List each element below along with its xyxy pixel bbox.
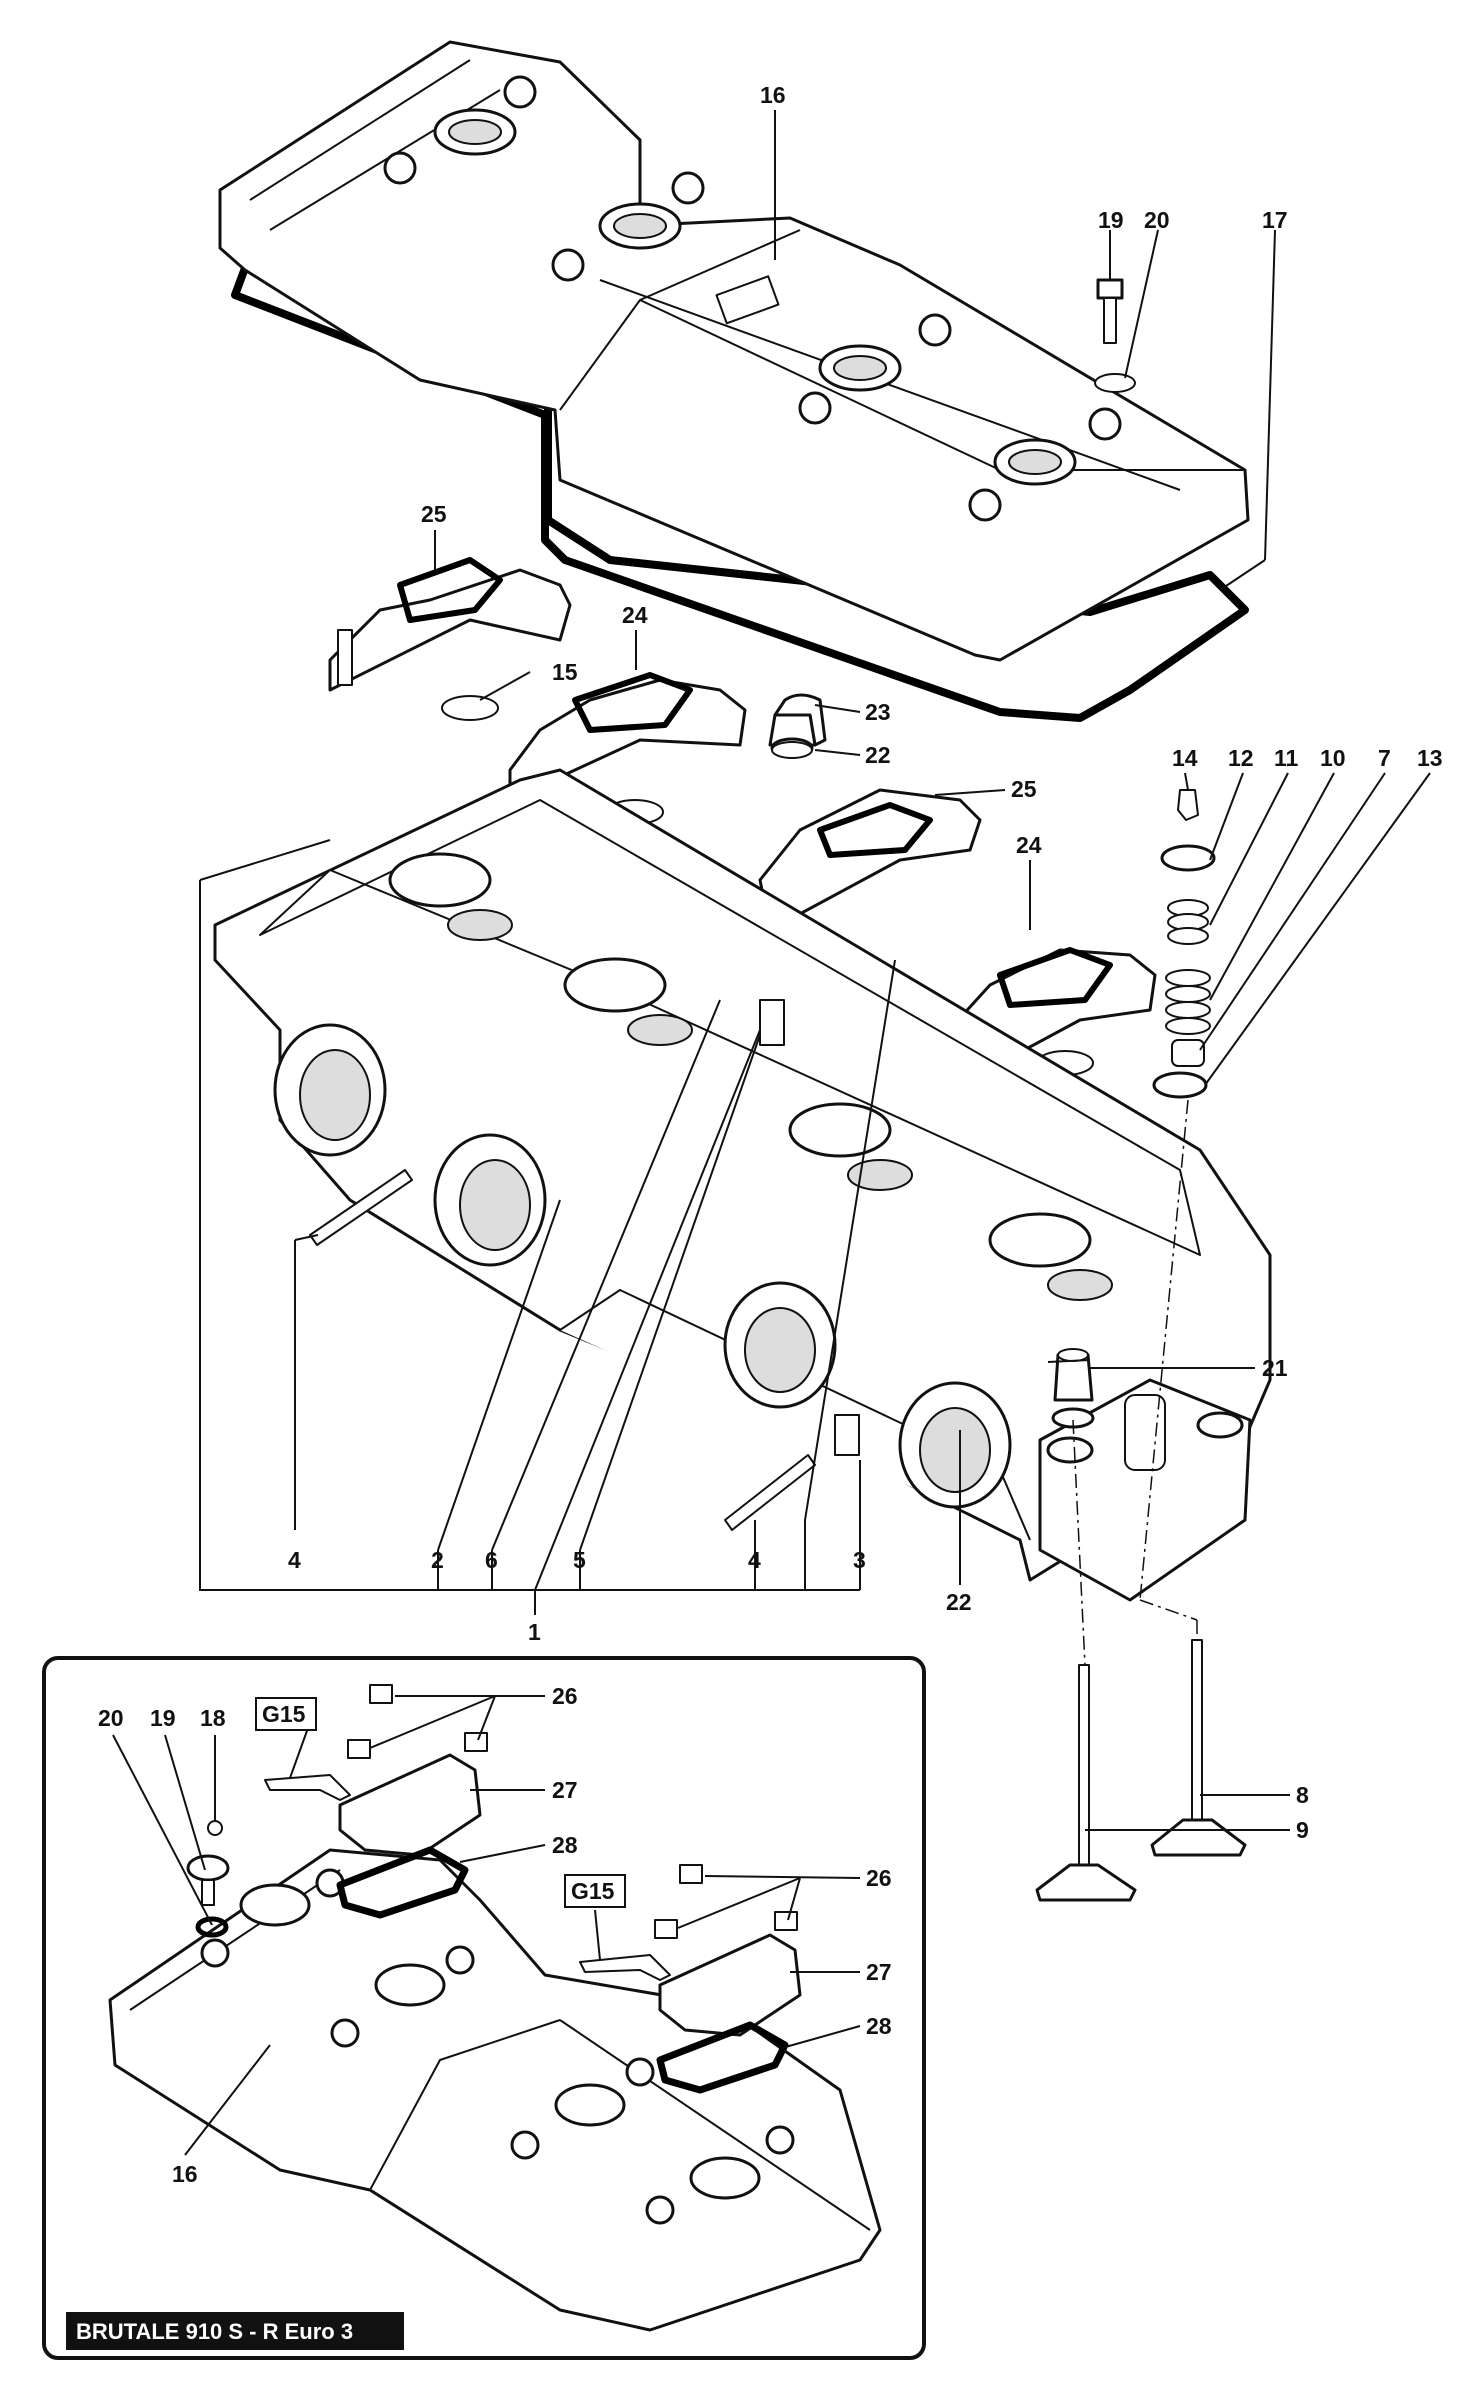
- label-1: 1: [528, 1619, 541, 1645]
- label-15: 15: [552, 659, 578, 685]
- cover-bolt: [1094, 278, 1136, 393]
- model-label-bar: [66, 2312, 404, 2350]
- label-2: 2: [431, 1547, 444, 1573]
- label-11: 11: [1274, 745, 1299, 771]
- label-22-upper: 22: [865, 742, 891, 768]
- label-4-right: 4: [748, 1547, 761, 1573]
- label-24-right: 24: [1016, 832, 1042, 858]
- model-label: BRUTALE 910 S - R Euro 3: [76, 2319, 353, 2344]
- main-labels: 16 19 20 17 25 24 15 23 22 25 24 14 12 1…: [288, 82, 1443, 1843]
- label-6: 6: [485, 1547, 498, 1573]
- valve-cover-gasket: [231, 264, 1249, 722]
- cylinder-head: [213, 768, 1272, 1602]
- leader-lines: [199, 110, 1431, 1831]
- inset-label-g15-upper: G15: [262, 1701, 306, 1727]
- label-12: 12: [1228, 745, 1254, 771]
- inset-valve-cover: [108, 1848, 882, 2332]
- g15-box-upper: [255, 1697, 317, 1731]
- inset-breather-valve-upper: [264, 1684, 488, 1919]
- label-4-left: 4: [288, 1547, 301, 1573]
- label-20: 20: [1144, 207, 1170, 233]
- filler-plug: [768, 693, 827, 759]
- inset-label-27-lower: 27: [866, 1959, 892, 1985]
- label-10: 10: [1320, 745, 1346, 771]
- label-17: 17: [1262, 207, 1288, 233]
- valve-spring-stack: [1152, 789, 1216, 1099]
- inset-label-28-upper: 28: [552, 1832, 578, 1858]
- label-24-left: 24: [622, 602, 648, 628]
- g15-box-lower: [564, 1874, 626, 1908]
- label-23: 23: [865, 699, 891, 725]
- label-9: 9: [1296, 1817, 1309, 1843]
- inset-label-26-upper: 26: [552, 1683, 578, 1709]
- label-25-right: 25: [1011, 776, 1037, 802]
- inset-leader-lines: [112, 1695, 861, 2156]
- cam-cap-right-upper: [758, 788, 982, 932]
- valve-cover: [218, 40, 1250, 662]
- inset-label-27-upper: 27: [552, 1777, 578, 1803]
- dowel-pin-lower: [834, 1414, 860, 1456]
- inset-label-26-lower: 26: [866, 1865, 892, 1891]
- valve-guide: [1051, 1348, 1095, 1429]
- inset-label-g15-lower: G15: [571, 1878, 615, 1904]
- label-8: 8: [1296, 1782, 1309, 1808]
- label-3: 3: [853, 1547, 866, 1573]
- cam-cap-left: [328, 557, 572, 721]
- inset-label-18: 18: [200, 1705, 226, 1731]
- label-19: 19: [1098, 207, 1124, 233]
- label-5: 5: [573, 1547, 586, 1573]
- inset-label-16: 16: [172, 2161, 198, 2187]
- label-22-lower: 22: [946, 1589, 972, 1615]
- label-7: 7: [1378, 745, 1391, 771]
- inset-panel: 20 19 18 G15 G15 26 27 28 26 27 28 16 BR…: [42, 1656, 926, 2360]
- label-16: 16: [760, 82, 786, 108]
- inset-label-28-lower: 28: [866, 2013, 892, 2039]
- inset-cover-bolt: [186, 1820, 230, 1938]
- label-25-left: 25: [421, 501, 447, 527]
- inset-label-19: 19: [150, 1705, 176, 1731]
- label-14: 14: [1172, 745, 1198, 771]
- label-21: 21: [1262, 1355, 1288, 1381]
- inset-breather-valve-lower: [579, 1864, 802, 2094]
- stud-right: [724, 1454, 816, 1531]
- valve-intake: [1150, 1639, 1247, 1857]
- inset-label-20: 20: [98, 1705, 124, 1731]
- dowel-pin: [759, 999, 785, 1046]
- stud-left: [309, 1169, 413, 1246]
- label-13: 13: [1417, 745, 1443, 771]
- valve-exhaust: [1035, 1664, 1137, 1902]
